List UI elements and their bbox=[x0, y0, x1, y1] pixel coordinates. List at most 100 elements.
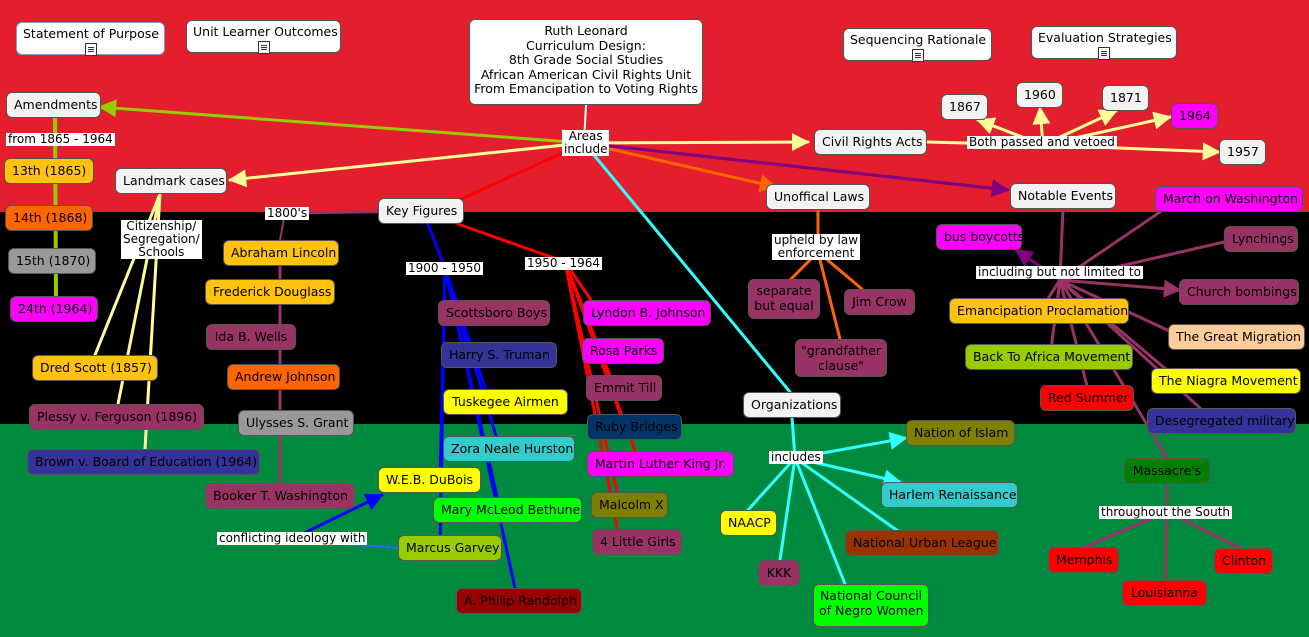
node-label: Sequencing Rationale bbox=[850, 32, 987, 47]
node-memphis[interactable]: Memphis bbox=[1048, 547, 1119, 573]
connection-line bbox=[582, 141, 792, 394]
node-massacres[interactable]: Massacre's bbox=[1124, 458, 1210, 484]
node-lincoln[interactable]: Abraham Lincoln bbox=[223, 240, 339, 266]
node-till[interactable]: Emmit Till bbox=[586, 375, 662, 401]
node-grandfather[interactable]: "grandfather clause" bbox=[795, 339, 887, 377]
node-y1957[interactable]: 1957 bbox=[1219, 139, 1266, 165]
node-migration[interactable]: The Great Migration bbox=[1168, 324, 1305, 350]
node-randolph[interactable]: A. Philip Randolph bbox=[456, 588, 582, 614]
node-keyfig[interactable]: Key Figures bbox=[378, 198, 464, 224]
node-amendments[interactable]: Amendments bbox=[6, 92, 101, 118]
node-a24[interactable]: 24th (1964) bbox=[10, 296, 98, 322]
node-harlem[interactable]: Harlem Renaissance bbox=[881, 482, 1018, 508]
link-label-throughout: throughout the South bbox=[1099, 505, 1232, 519]
statement-of-purpose-node[interactable]: Statement of Purpose bbox=[16, 22, 165, 56]
node-girls[interactable]: 4 Little Girls bbox=[592, 529, 682, 555]
node-washington[interactable]: Booker T. Washington bbox=[205, 483, 355, 509]
connection-line bbox=[582, 133, 810, 152]
node-garvey[interactable]: Marcus Garvey bbox=[398, 535, 502, 561]
connection-line bbox=[582, 141, 778, 193]
link-label-citizenship: Citizenship/ Segregation/ Schools bbox=[121, 219, 202, 259]
node-a15[interactable]: 15th (1870) bbox=[8, 248, 96, 274]
node-church[interactable]: Church bombings bbox=[1179, 279, 1299, 305]
link-label-including: including but not limited to bbox=[976, 265, 1143, 279]
node-clinton[interactable]: Clinton bbox=[1214, 548, 1273, 574]
connection-line bbox=[793, 456, 907, 538]
link-label-upheld: upheld by law enforcement bbox=[772, 233, 861, 260]
node-y1867[interactable]: 1867 bbox=[941, 94, 988, 120]
node-emancipation[interactable]: Emancipation Proclamation bbox=[949, 298, 1129, 324]
title-line: 8th Grade Social Studies bbox=[508, 52, 664, 67]
node-march[interactable]: March on Washington bbox=[1155, 186, 1303, 212]
node-redsummer[interactable]: Red Summer bbox=[1040, 385, 1134, 411]
link-label-c1800: 1800's bbox=[265, 206, 310, 220]
node-naacp[interactable]: NAACP bbox=[720, 510, 777, 536]
link-label-c1950: 1950 - 1964 bbox=[525, 256, 603, 270]
node-kkk[interactable]: KKK bbox=[758, 560, 800, 586]
evaluation-strategies-node[interactable]: Evaluation Strategies bbox=[1031, 26, 1177, 60]
node-bridges[interactable]: Ruby Bridges bbox=[587, 414, 682, 440]
node-y1960[interactable]: 1960 bbox=[1016, 82, 1063, 108]
node-notable[interactable]: Notable Events bbox=[1010, 183, 1116, 209]
node-dubois[interactable]: W.E.B. DuBois bbox=[378, 467, 481, 493]
node-niagra[interactable]: The Niagra Movement bbox=[1151, 368, 1301, 394]
node-malcolm[interactable]: Malcolm X bbox=[591, 492, 668, 518]
node-douglass[interactable]: Frederick Douglass bbox=[205, 279, 335, 305]
title-node[interactable]: Ruth Leonard Curriculum Design: 8th Grad… bbox=[469, 19, 703, 105]
node-label: Statement of Purpose bbox=[23, 26, 159, 41]
connection-line bbox=[228, 141, 586, 188]
node-landmark[interactable]: Landmark cases bbox=[115, 168, 227, 194]
document-icon[interactable] bbox=[257, 41, 270, 54]
connection-line bbox=[426, 222, 447, 270]
node-parks[interactable]: Rosa Parks bbox=[582, 338, 664, 364]
title-line: From Emancipation to Voting Rights bbox=[474, 81, 698, 96]
node-council[interactable]: National Council of Negro Women bbox=[813, 584, 929, 627]
link-label-c1900: 1900 - 1950 bbox=[406, 261, 484, 275]
connection-line bbox=[816, 250, 842, 341]
node-lbj[interactable]: Lyndon B. Johnson bbox=[583, 300, 711, 326]
node-wells[interactable]: Ida B. Wells bbox=[206, 324, 296, 350]
connection-line bbox=[456, 222, 567, 264]
title-line: African American Civil Rights Unit bbox=[480, 66, 692, 82]
node-a13[interactable]: 13th (1865) bbox=[4, 158, 94, 184]
node-unofficial[interactable]: Unoffical Laws bbox=[766, 184, 870, 210]
node-islam[interactable]: Nation of Islam bbox=[906, 420, 1015, 446]
node-ajohnson[interactable]: Andrew Johnson bbox=[227, 364, 340, 390]
node-bethune[interactable]: Mary McLeod Bethune bbox=[433, 497, 582, 523]
node-separate[interactable]: separate but equal bbox=[748, 279, 820, 319]
node-a14[interactable]: 14th (1868) bbox=[5, 205, 93, 231]
link-label-includes: includes bbox=[769, 450, 823, 464]
node-mlk[interactable]: Martin Luther King Jr. bbox=[587, 451, 734, 477]
link-label-vetoed: Both passed and vetoed bbox=[967, 135, 1117, 149]
unit-learner-outcomes-node[interactable]: Unit Learner Outcomes bbox=[186, 20, 341, 54]
document-icon[interactable] bbox=[1098, 47, 1110, 60]
sequencing-rationale-node[interactable]: Sequencing Rationale bbox=[843, 28, 992, 62]
node-brown[interactable]: Brown v. Board of Education (1964) bbox=[27, 449, 260, 475]
node-desegregated[interactable]: Desegregated military bbox=[1147, 408, 1296, 434]
node-y1871[interactable]: 1871 bbox=[1102, 85, 1149, 111]
node-africa[interactable]: Back To Africa Movement bbox=[965, 344, 1133, 370]
node-boycotts[interactable]: bus boycotts bbox=[936, 224, 1024, 250]
node-truman[interactable]: Harry S. Truman bbox=[441, 342, 557, 368]
document-icon[interactable] bbox=[911, 49, 924, 62]
node-scottsboro[interactable]: Scottsboro Boys bbox=[438, 300, 550, 326]
node-jimcrow[interactable]: Jim Crow bbox=[844, 289, 915, 315]
node-y1964[interactable]: 1964 bbox=[1171, 103, 1218, 129]
node-dred[interactable]: Dred Scott (1857) bbox=[32, 355, 158, 381]
node-plessy[interactable]: Plessy v. Ferguson (1896) bbox=[29, 404, 204, 430]
node-tuskegee[interactable]: Tuskegee Airmen bbox=[443, 389, 568, 415]
node-grant[interactable]: Ulysses S. Grant bbox=[238, 410, 354, 436]
node-louisianna[interactable]: Louisianna bbox=[1122, 580, 1207, 606]
node-urban[interactable]: National Urban League bbox=[845, 530, 999, 556]
node-label: Unit Learner Outcomes bbox=[193, 24, 338, 39]
node-civilacts[interactable]: Civil Rights Acts bbox=[814, 129, 927, 155]
node-lynchings[interactable]: Lynchings bbox=[1224, 226, 1298, 252]
connection-line bbox=[793, 456, 847, 586]
document-icon[interactable] bbox=[84, 43, 97, 56]
node-hurston[interactable]: Zora Neale Hurston bbox=[443, 436, 575, 462]
node-organizations[interactable]: Organizations bbox=[743, 392, 841, 418]
connection-line bbox=[1163, 510, 1169, 582]
link-label-areas: Areas include bbox=[562, 129, 610, 156]
connection-line bbox=[98, 99, 586, 145]
link-label-from: from 1865 - 1964 bbox=[6, 132, 115, 146]
